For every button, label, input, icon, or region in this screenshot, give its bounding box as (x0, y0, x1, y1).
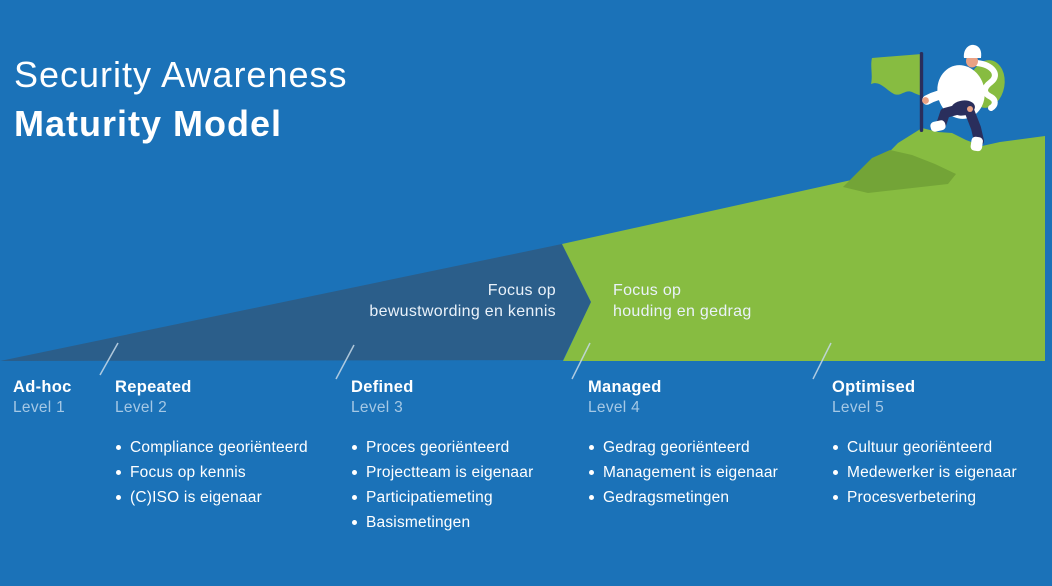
bullet-item: (C)ISO is eigenaar (115, 485, 308, 510)
climber-illustration (871, 44, 1005, 152)
level-stage: Level 2 (115, 399, 168, 416)
level-bullet-list: Cultuur georiënteerd Medewerker is eigen… (832, 435, 1017, 510)
behavior-focus-label: Focus op houding en gedrag (613, 280, 752, 322)
level-bullet-list: Proces georiënteerd Projectteam is eigen… (351, 435, 533, 535)
bullet-dot-icon (352, 495, 357, 500)
behavior-focus-line-1: Focus op (613, 282, 682, 299)
behavior-focus-line-2: houding en gedrag (613, 303, 752, 320)
bullet-text: Focus op kennis (130, 464, 246, 481)
level-column-defined: Defined Level 3 Proces georiënteerd Proj… (351, 377, 533, 535)
bullet-text: Gedrag georiënteerd (603, 439, 750, 456)
level-stage: Level 3 (351, 399, 404, 416)
awareness-focus-label: Focus op bewustwording en kennis (256, 280, 556, 322)
bullet-item: Cultuur georiënteerd (832, 435, 1017, 460)
level-divider-ticks (99, 342, 832, 380)
level-stage: Level 5 (832, 399, 885, 416)
flag-pole (919, 52, 924, 132)
bullet-dot-icon (833, 445, 838, 450)
bullet-item: Gedragsmetingen (588, 485, 778, 510)
foothill-ridge-shape (843, 150, 956, 193)
bullet-dot-icon (352, 470, 357, 475)
bullet-dot-icon (352, 520, 357, 525)
bullet-text: Medewerker is eigenaar (847, 464, 1017, 481)
level-column-optimised: Optimised Level 5 Cultuur georiënteerd M… (832, 377, 1017, 510)
bullet-text: Procesverbetering (847, 489, 977, 506)
level-bullet-list: Gedrag georiënteerd Management is eigena… (588, 435, 778, 510)
title-line-1: Security Awareness (14, 54, 348, 95)
bullet-text: Gedragsmetingen (603, 489, 730, 506)
level-name: Ad-hoc (13, 378, 72, 396)
bullet-text: Compliance georiënteerd (130, 439, 308, 456)
backpack-strap (974, 60, 998, 111)
bullet-text: Cultuur georiënteerd (847, 439, 993, 456)
bullet-dot-icon (589, 470, 594, 475)
title-line-2: Maturity Model (14, 103, 283, 144)
climber-arm (922, 89, 958, 105)
level-name: Optimised (832, 378, 916, 396)
climber-hat (963, 44, 982, 58)
level-name: Defined (351, 378, 414, 396)
bullet-dot-icon (589, 445, 594, 450)
level-column-repeated: Repeated Level 2 Compliance georiënteerd… (115, 377, 308, 510)
level-stage: Level 1 (13, 399, 66, 416)
bullet-text: (C)ISO is eigenaar (130, 489, 262, 506)
level-bullet-list: Compliance georiënteerd Focus op kennis … (115, 435, 308, 510)
awareness-slope-shape (0, 244, 591, 361)
bullet-item: Management is eigenaar (588, 460, 778, 485)
bullet-dot-icon (352, 445, 357, 450)
behavior-slope-shape (562, 128, 1045, 361)
bullet-item: Projectteam is eigenaar (351, 460, 533, 485)
level-column-adhoc: Ad-hoc Level 1 (13, 377, 72, 418)
level-name: Repeated (115, 378, 192, 396)
bullet-item: Medewerker is eigenaar (832, 460, 1017, 485)
bullet-dot-icon (589, 495, 594, 500)
awareness-focus-line-1: Focus op (487, 282, 556, 299)
divider-tick-1 (99, 342, 119, 376)
bullet-item: Gedrag georiënteerd (588, 435, 778, 460)
climber-front-boot (930, 120, 946, 132)
bullet-dot-icon (116, 495, 121, 500)
bullet-dot-icon (833, 470, 838, 475)
climber-back-boot (970, 136, 983, 152)
bullet-text: Projectteam is eigenaar (366, 464, 534, 481)
divider-tick-2 (335, 344, 355, 380)
climber-hip-hand (967, 106, 973, 112)
bullet-item: Compliance georiënteerd (115, 435, 308, 460)
bullet-text: Participatiemeting (366, 489, 493, 506)
bullet-text: Management is eigenaar (603, 464, 779, 481)
flag-icon (871, 54, 922, 96)
divider-tick-4 (812, 342, 832, 380)
bullet-text: Basismetingen (366, 514, 471, 531)
bullet-dot-icon (833, 495, 838, 500)
bullet-text: Proces georiënteerd (366, 439, 510, 456)
level-name: Managed (588, 378, 662, 396)
bullet-item: Proces georiënteerd (351, 435, 533, 460)
climber-hand (922, 97, 929, 104)
level-stage: Level 4 (588, 399, 641, 416)
page-title: Security Awareness Maturity Model (14, 50, 348, 148)
climber-back-leg (964, 105, 984, 146)
divider-tick-3 (571, 342, 591, 380)
bullet-dot-icon (116, 445, 121, 450)
awareness-focus-line-2: bewustwording en kennis (369, 303, 556, 320)
bullet-item: Focus op kennis (115, 460, 308, 485)
bullet-dot-icon (116, 470, 121, 475)
bullet-item: Participatiemeting (351, 485, 533, 510)
bullet-item: Basismetingen (351, 510, 533, 535)
bullet-item: Procesverbetering (832, 485, 1017, 510)
level-column-managed: Managed Level 4 Gedrag georiënteerd Mana… (588, 377, 778, 510)
